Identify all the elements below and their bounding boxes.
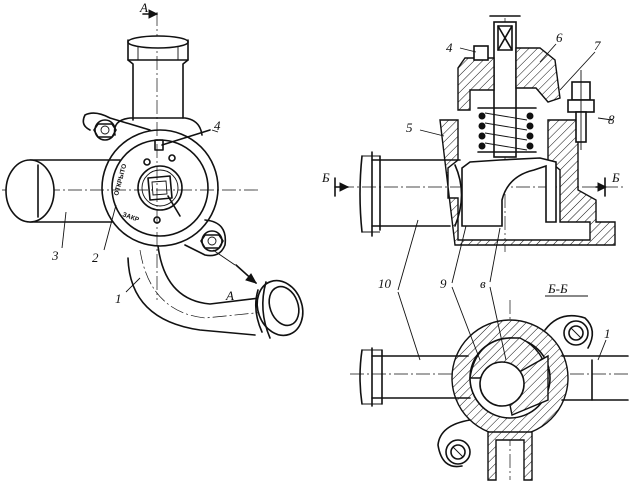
callout-7: 7	[594, 38, 601, 53]
callout-3: 3	[51, 248, 59, 263]
left-pipe	[5, 159, 121, 223]
section-pipe-left	[359, 151, 463, 237]
callouts-left: 2 3 1 4	[51, 118, 221, 306]
callout-6: 6	[556, 30, 563, 45]
section-B-bolt-top-right	[544, 314, 594, 349]
section-label-A-top: A	[139, 0, 148, 15]
section-B-pipe-right	[561, 355, 629, 401]
bent-pipe	[127, 245, 304, 339]
section-B-view: Б-Б	[350, 276, 629, 481]
callout-v: в	[480, 276, 486, 291]
top-pipe	[127, 35, 189, 121]
callout-10: 10	[378, 276, 392, 291]
section-B-pipe-left	[359, 347, 471, 407]
callout-5: 5	[406, 120, 413, 135]
callout-4-section: 4	[446, 40, 453, 55]
section-bolt-right	[567, 70, 595, 150]
section-arrow-top: A	[139, 0, 159, 19]
section-label-A-lower: A	[225, 288, 234, 303]
section-B-stub-bottom	[487, 431, 533, 481]
callout-9: 9	[440, 276, 447, 291]
flange-bottom-right	[184, 219, 227, 257]
callouts-section-A: 4 6 7 8 5	[406, 30, 615, 137]
callout-2: 2	[92, 250, 99, 265]
callout-8: 8	[608, 112, 615, 127]
section-label-B-left: Б	[321, 170, 330, 185]
section-screw-4	[459, 45, 489, 61]
flange-top-left	[82, 112, 151, 141]
callout-1: 1	[115, 291, 122, 306]
section-A-view: Б Б 4 6 7 8 5	[321, 15, 625, 291]
body-mark-closed: ЗАКР	[121, 211, 140, 224]
section-B-bolt-bottom-left	[437, 419, 471, 468]
callout-1-bottom: 1	[604, 326, 611, 341]
left-external-view: A	[2, 0, 304, 339]
spring	[477, 107, 537, 153]
callout-4-left: 4	[214, 118, 221, 133]
section-label-B-right: Б	[611, 170, 620, 185]
section-marks-B: Б Б	[321, 170, 620, 197]
section-arrow-lower: A	[212, 249, 258, 303]
section-BB-title: Б-Б	[547, 281, 568, 296]
valve-body: ОТКРЫТО ЗАКР	[101, 117, 219, 247]
callouts-section-B: 10 9 в 1	[378, 276, 611, 361]
